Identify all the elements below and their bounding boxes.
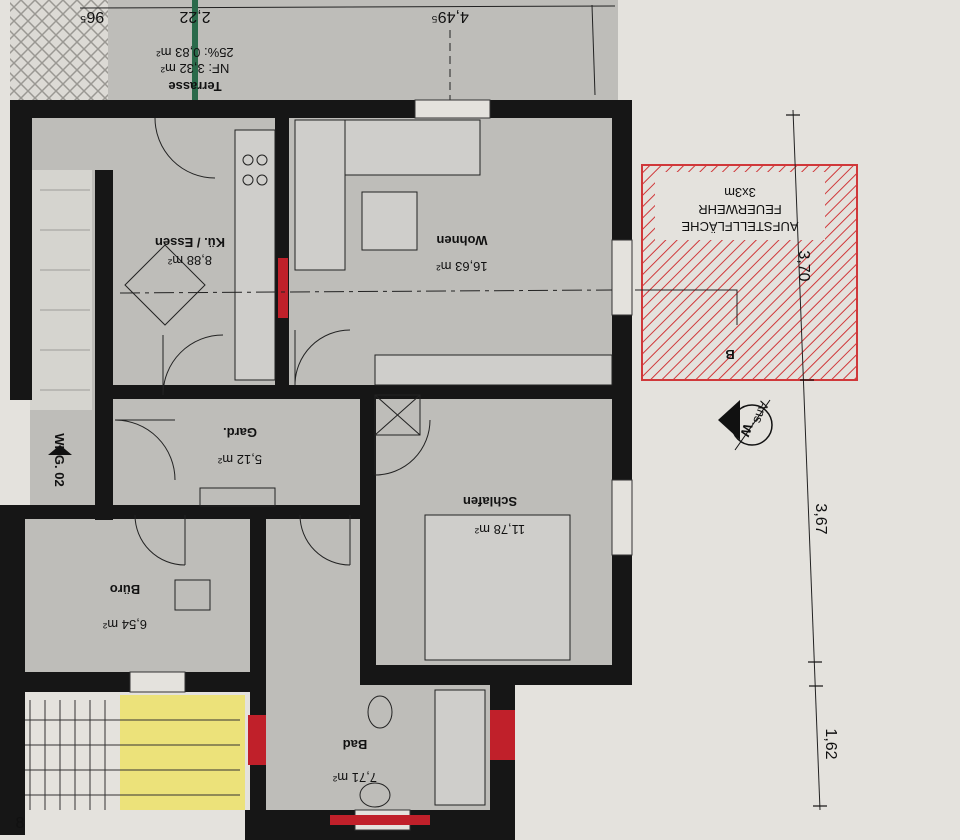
outdoor-area (273, 0, 618, 100)
schlafen-area: 11,78 m² (474, 522, 525, 537)
fire-area-line1: AUFSTELLFLÄCHE (681, 219, 798, 234)
view-marker-direction: W (737, 422, 756, 439)
label-wohnen: 16,63 m² Wohnen (436, 233, 488, 274)
dim-terrace-width: 2,22 (179, 8, 210, 25)
dim-bottom-left: 8 (16, 815, 25, 832)
wohnen-area: 16,63 m² (436, 259, 488, 274)
terrasse-name: Terrasse (168, 79, 221, 94)
dimension-chain-right: 3,70 3,67 1,62 (786, 109, 839, 811)
terrace (108, 0, 273, 100)
label-schlafen: 11,78 m² Schlafen (463, 494, 525, 537)
stairs-upper (30, 170, 92, 410)
terrace-paving (10, 0, 108, 100)
label-buero: 6,54 m² Büro (102, 582, 147, 632)
view-marker-icon: Ans. W (718, 399, 773, 451)
terrasse-nf: NF: 3,32 m² (160, 61, 229, 76)
dim-top-left: 96⁵ (80, 8, 104, 25)
bad-name: Bad (343, 737, 368, 752)
dim-right-3: 1,62 (822, 728, 839, 759)
garderobe-area: 5,12 m² (217, 452, 262, 467)
buero-name: Büro (110, 582, 140, 597)
unit-label: WHG. 02 (52, 433, 67, 486)
wohnen-name: Wohnen (436, 233, 487, 248)
kueche-area: 8,88 m² (167, 253, 212, 268)
fire-area-line2: FEUERWEHR (698, 202, 782, 217)
terrasse-share: 25%: 0,83 m² (156, 45, 234, 60)
stairs-lower (10, 700, 120, 810)
entry-arrow-icon (48, 445, 72, 455)
buero-area: 6,54 m² (102, 617, 147, 632)
drain-pipe (192, 0, 198, 185)
schlafen-name: Schlafen (463, 494, 517, 509)
fire-brigade-area: AUFSTELLFLÄCHE FEUERWEHR 3x3m B (635, 164, 858, 381)
dim-living-width: 4,49⁵ (431, 8, 469, 25)
dim-right-2: 3,67 (812, 503, 829, 534)
label-bad: 7,71 m² Bad (332, 737, 377, 785)
stair-highlight (120, 695, 245, 810)
room-buero (25, 515, 265, 675)
fire-area-line3: 3x3m (724, 185, 756, 200)
label-garderobe: 5,12 m² Gard. (217, 425, 262, 467)
dim-right-1: 3,70 (795, 250, 812, 281)
kueche-name: Kü. / Essen (155, 235, 225, 250)
fire-area-marker: B (725, 347, 734, 362)
furniture (114, 117, 613, 808)
garderobe-name: Gard. (223, 425, 257, 440)
label-terrasse: Terrasse NF: 3,32 m² 25%: 0,83 m² (156, 45, 234, 94)
bad-area: 7,71 m² (332, 770, 377, 785)
label-kueche: Kü. / Essen 8,88 m² (155, 235, 225, 268)
